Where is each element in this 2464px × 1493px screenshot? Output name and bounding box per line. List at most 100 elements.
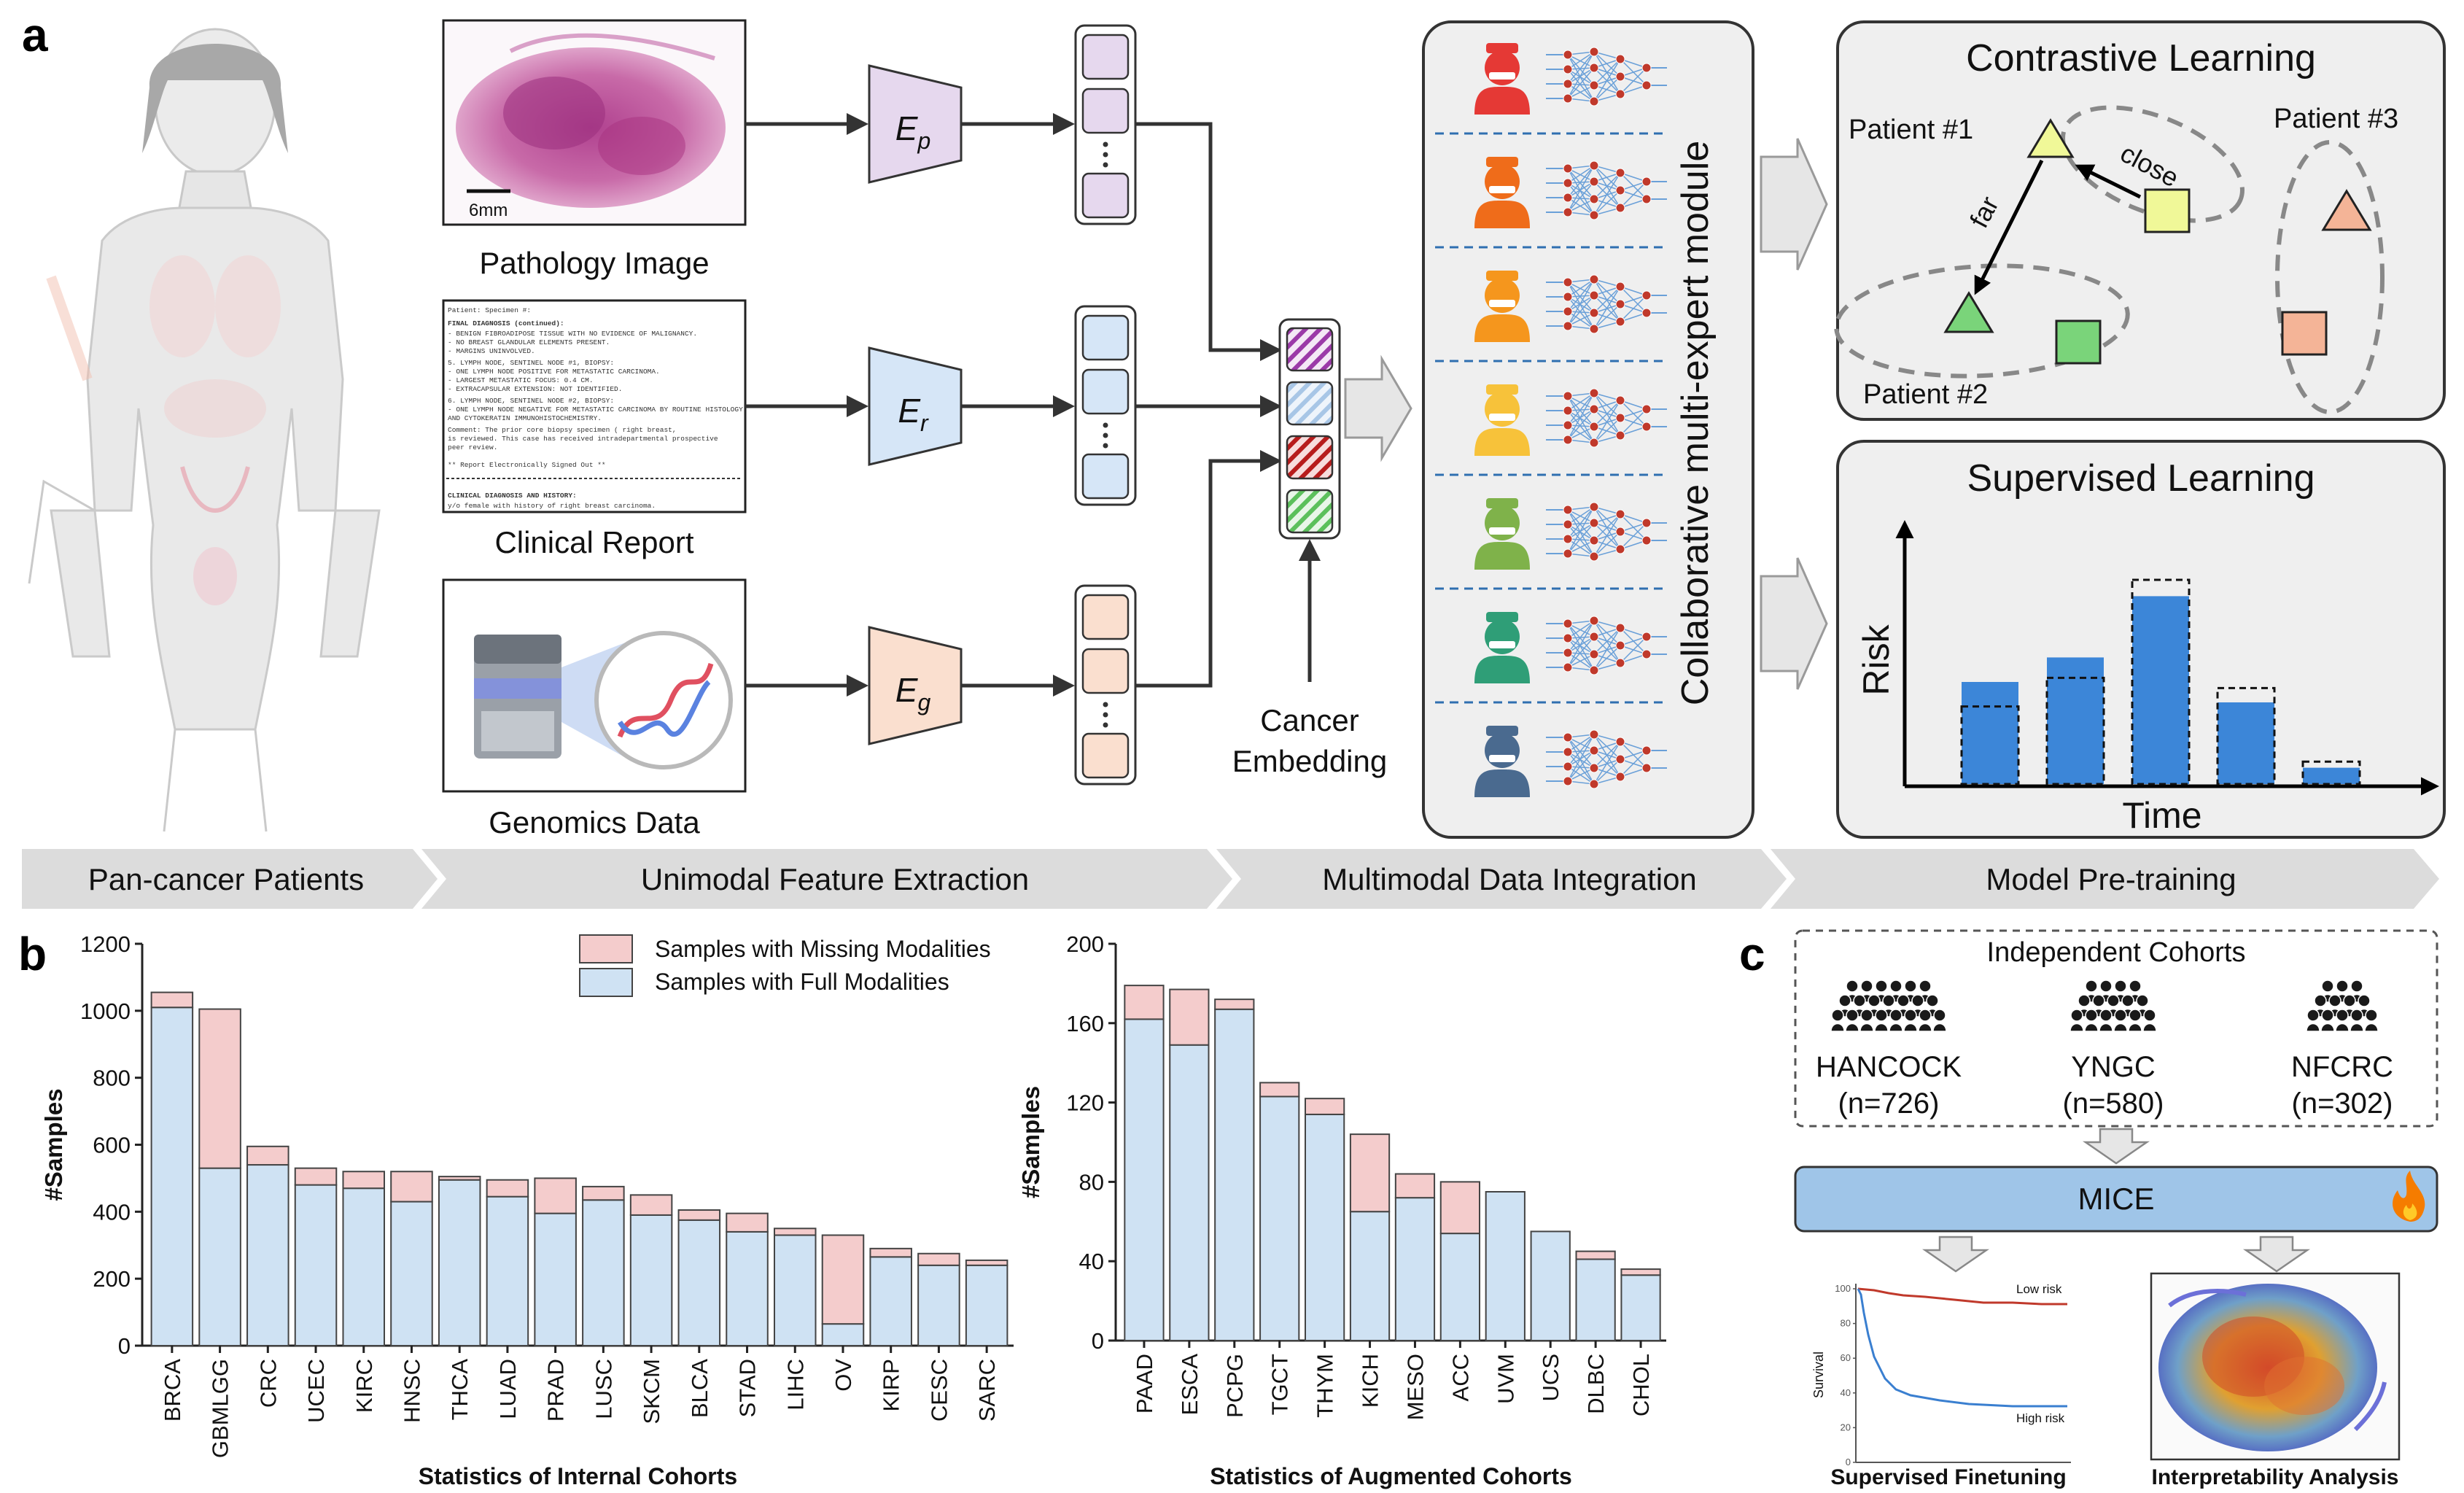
network-edge [1567,637,1595,655]
network-edge [1567,506,1595,554]
network-node [1641,422,1652,432]
person-icon [2114,980,2127,993]
network-node [1615,754,1625,764]
network-edge [1567,282,1595,296]
report-line: 5. LYMPH NODE, SENTINEL NODE #1, BIOPSY: [448,359,614,367]
y-tick-label: 80 [1079,1169,1104,1195]
expert-cap [1486,612,1518,622]
network-edge [1567,737,1595,751]
down-arrow-cohorts [2082,1128,2150,1165]
bar-full [1485,1191,1526,1341]
x-tick-label: UCEC [303,1359,329,1423]
network-edge [1593,279,1621,305]
expert-eyes [1489,641,1515,648]
expert-cap [1486,271,1518,281]
person-icon [1846,1009,1859,1022]
x-tick-label: GBMLGG [208,1359,233,1458]
network-node [1641,308,1652,318]
expert-cap [1486,43,1518,53]
network-node [1615,623,1625,633]
risk-bar-outline [2131,578,2191,786]
network-node [1615,527,1625,537]
person-body-icon [1889,1023,1903,1032]
network-edge [1567,197,1595,216]
network-node [1589,388,1599,398]
bar-missing [821,1234,865,1325]
genomics-caption: Genomics Data [489,805,700,839]
bar-full [965,1264,1008,1347]
network-node [1589,80,1599,90]
network-node [1615,317,1625,327]
network-node [1563,79,1573,89]
expert-cap [1486,384,1518,395]
network-edge [1567,69,1595,102]
bar-full [869,1256,912,1346]
network-edge [1567,524,1595,557]
stage-4: Model Pre-training [1986,862,2236,896]
bar-full [629,1214,673,1347]
network-edge [1567,395,1595,443]
network-node [1563,420,1573,430]
network-node [1615,430,1625,441]
x-tick-label: LUSC [591,1359,616,1419]
p1-triangle [2026,118,2075,158]
person-icon [1846,980,1859,993]
stage-3: Multimodal Data Integration [1322,862,1697,896]
person-icon [2107,994,2120,1007]
network-node [1563,548,1573,559]
p3-triangle [2321,189,2372,231]
bar-missing [150,991,194,1009]
cohort-3-name: NFCRC [2291,1051,2393,1083]
stage-1: Pan-cancer Patients [88,862,364,896]
mice-model-box [1794,1166,2438,1233]
x-tick-label: DLBC [1583,1354,1609,1414]
network-edge [1567,67,1595,99]
person-icon [2350,1009,2363,1022]
bar-full [486,1195,529,1346]
person-body-icon [2128,1023,2142,1032]
x-tick-label: LUAD [495,1359,521,1419]
network-edge [1593,645,1621,671]
network-node [1563,776,1573,786]
network-edge [1593,513,1621,557]
network-node [1615,395,1625,406]
bar-full [1214,1008,1255,1341]
bar-missing [1169,988,1210,1046]
bar-full [150,1007,194,1347]
person-icon [2350,980,2363,993]
network-edge [1567,282,1595,330]
expert-body [1474,428,1530,456]
report-line: peer review. [448,443,497,451]
x-tick-label: THYM [1313,1354,1338,1418]
network-node [1641,80,1652,90]
expert-body [1474,201,1530,228]
person-icon [2321,980,2334,993]
network-node [1641,632,1652,642]
patient-1-label: Patient #1 [1849,115,1973,145]
bar-full [773,1234,817,1346]
network-node [1615,772,1625,782]
x-tick-label: HNSC [399,1359,424,1423]
person-icon [2129,1009,2142,1022]
x-tick-label: TGCT [1267,1354,1293,1415]
km-ytick-label: 80 [1841,1318,1851,1329]
network-edge [1593,76,1621,102]
network-edge [1620,295,1647,322]
bar-missing [390,1171,433,1203]
network-edge [1620,67,1647,95]
supervised-learning-panel: Supervised Learning Risk Time [1836,440,2446,839]
network-edge [1567,165,1595,184]
person-icon [1904,980,1917,993]
network-node [1615,413,1625,423]
report-line: is reviewed. This case has received intr… [448,435,718,443]
feature-vector-pathology [1074,24,1137,225]
network-edge [1567,51,1595,70]
y-tick-label: 600 [93,1133,131,1158]
bar-missing [869,1247,912,1258]
expert-body [1474,542,1530,570]
person-icon [2085,980,2098,993]
network-edge [1593,741,1621,785]
network-edge [1567,737,1595,769]
expert-head [1485,164,1520,199]
